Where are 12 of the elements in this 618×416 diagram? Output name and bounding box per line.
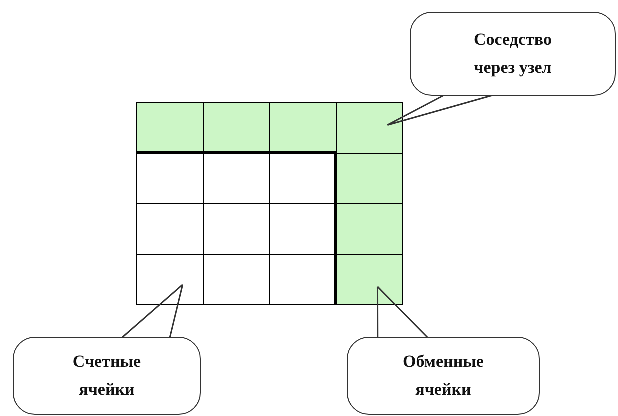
callout-pointer <box>386 94 496 126</box>
callout-bubble <box>347 337 540 415</box>
callout-text: Соседство через узел <box>473 29 553 79</box>
callout-text: Обменные ячейки <box>402 351 485 401</box>
callout-pointer <box>121 284 184 339</box>
grid-cell <box>137 254 204 305</box>
exchange-cell <box>336 254 403 305</box>
exchange-cell <box>336 103 403 154</box>
callout-bubble <box>410 12 616 96</box>
callout-pointer <box>376 286 429 339</box>
callout-text: Счетные ячейки <box>72 351 142 401</box>
callout-bubble <box>13 337 201 415</box>
